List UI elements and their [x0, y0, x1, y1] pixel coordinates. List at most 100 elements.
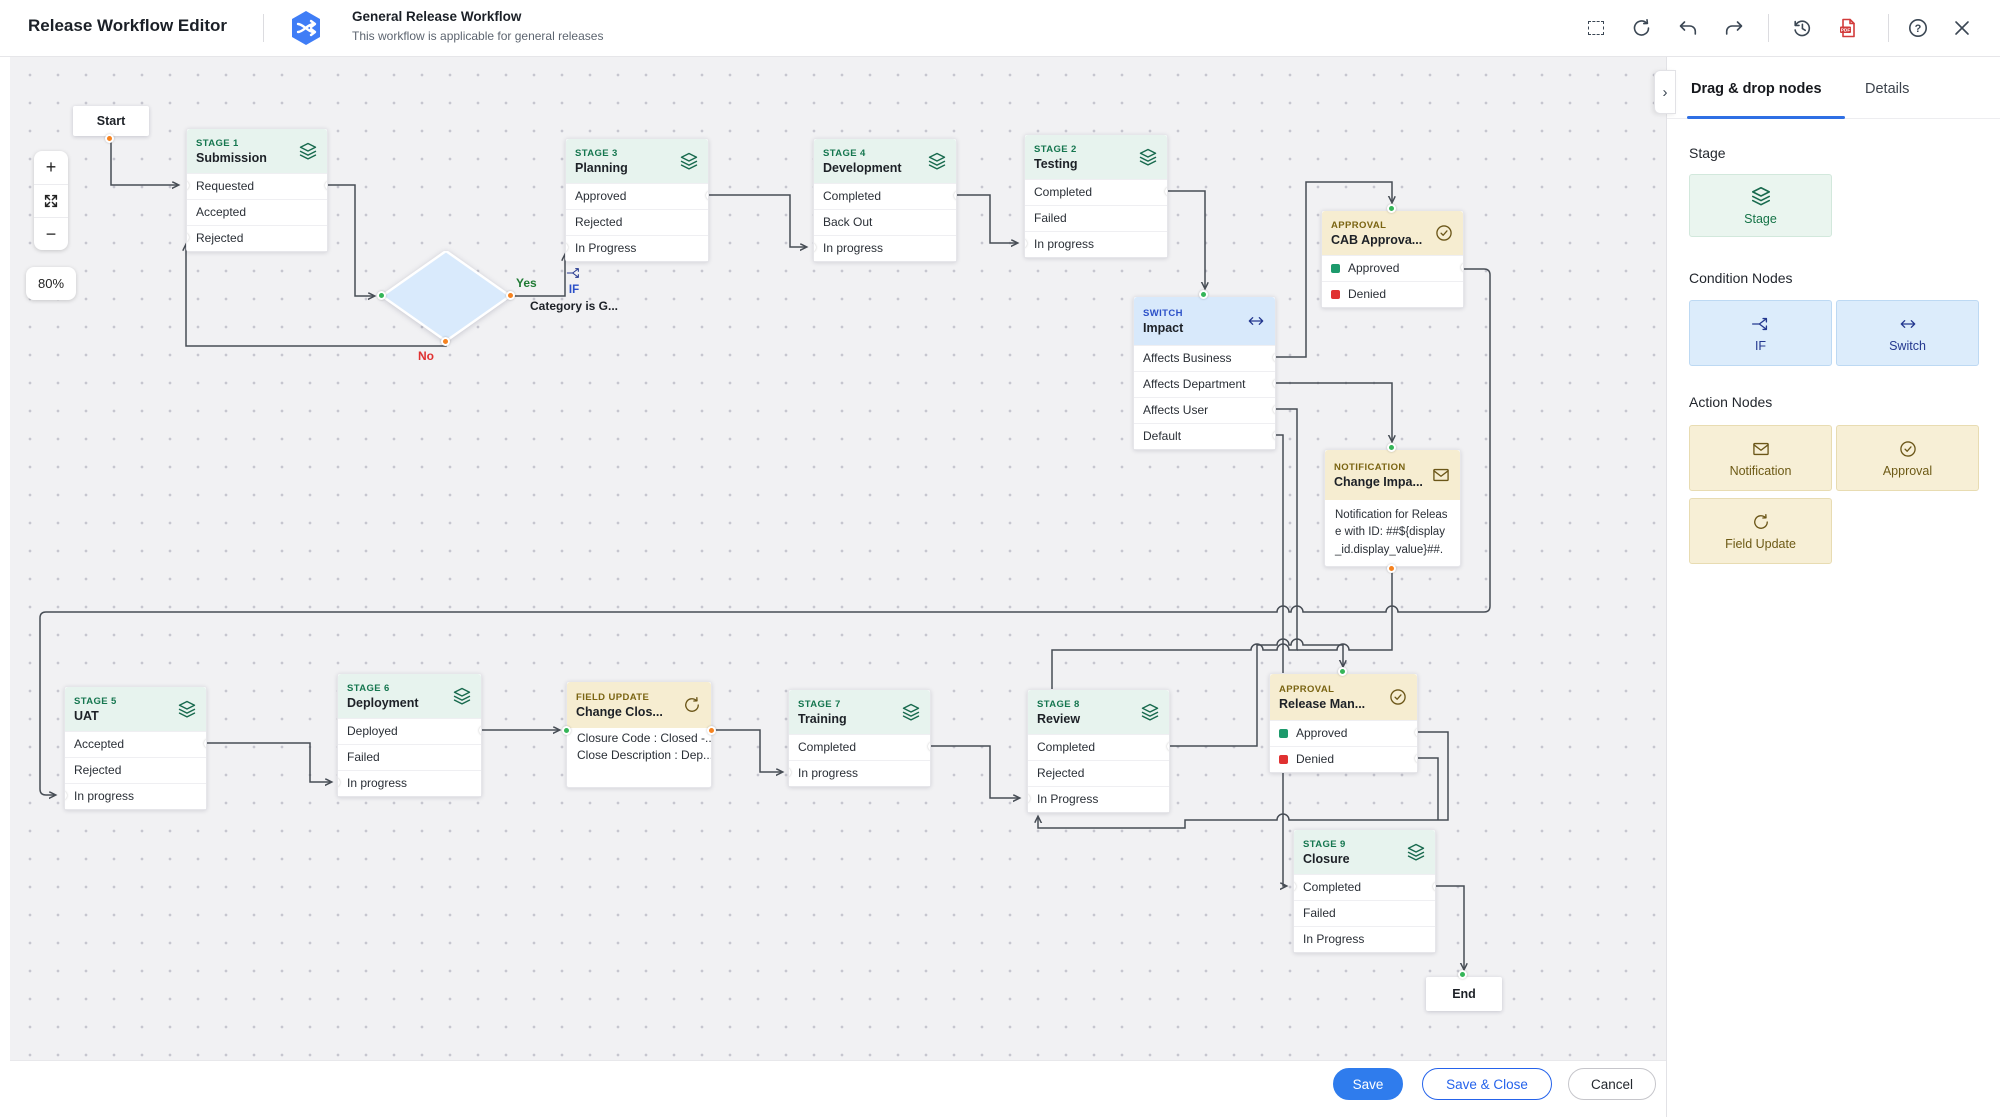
- input-port[interactable]: [566, 242, 568, 252]
- status-row[interactable]: In progress: [789, 760, 930, 786]
- output-port[interactable]: [1167, 741, 1169, 751]
- export-pdf-icon[interactable]: PDF: [1836, 16, 1860, 40]
- output-port[interactable]: [706, 190, 708, 200]
- fit-screen-button[interactable]: [34, 184, 68, 217]
- output-port[interactable]: [204, 738, 206, 748]
- edge-stage9-to-end[interactable]: [1436, 885, 1464, 969]
- case-row[interactable]: Default: [1134, 423, 1275, 449]
- status-row[interactable]: In Progress: [1294, 926, 1435, 952]
- output-port[interactable]: [1273, 352, 1275, 362]
- status-row[interactable]: In Progress: [566, 235, 708, 261]
- output-port[interactable]: [1415, 753, 1417, 763]
- status-row[interactable]: Completed: [1028, 734, 1169, 760]
- status-row[interactable]: Completed: [789, 734, 930, 760]
- approval-row[interactable]: Denied: [1270, 746, 1417, 772]
- case-row[interactable]: Affects Department: [1134, 371, 1275, 397]
- undo-icon[interactable]: [1676, 16, 1700, 40]
- help-icon[interactable]: ?: [1906, 16, 1930, 40]
- edge-uat-to-deployment[interactable]: [207, 742, 331, 782]
- status-row[interactable]: Approved: [566, 183, 708, 209]
- end-node[interactable]: End: [1426, 970, 1502, 1011]
- output-port-yes[interactable]: [506, 291, 515, 300]
- output-port-no[interactable]: [441, 337, 450, 346]
- input-port[interactable]: [1025, 238, 1027, 248]
- edge-fieldupdate-to-stage7[interactable]: [712, 729, 782, 772]
- tab-drag-drop-nodes[interactable]: Drag & drop nodes: [1691, 81, 1822, 97]
- palette-tile-field-update[interactable]: Field Update: [1689, 498, 1832, 564]
- palette-tile-stage[interactable]: Stage: [1689, 174, 1832, 237]
- approval-row[interactable]: Denied: [1322, 281, 1463, 307]
- status-row[interactable]: In progress: [1025, 231, 1167, 257]
- status-row[interactable]: Back Out: [814, 209, 956, 235]
- input-port[interactable]: [1386, 204, 1396, 213]
- start-node[interactable]: Start: [73, 106, 149, 143]
- status-row[interactable]: In progress: [65, 783, 206, 809]
- save-and-close-button[interactable]: Save & Close: [1422, 1068, 1552, 1100]
- status-row[interactable]: Rejected: [187, 225, 327, 251]
- edge-switch-default-to-stage9[interactable]: [1276, 434, 1286, 886]
- status-row[interactable]: Requested: [187, 173, 327, 199]
- edge-stage4-to-stage2[interactable]: [957, 194, 1017, 243]
- output-port[interactable]: [707, 726, 716, 735]
- output-port[interactable]: [325, 180, 327, 190]
- history-icon[interactable]: [1790, 16, 1814, 40]
- status-row[interactable]: Accepted: [65, 731, 206, 757]
- edge-requested-to-if[interactable]: [328, 184, 374, 296]
- status-row[interactable]: Rejected: [566, 209, 708, 235]
- output-port[interactable]: [1433, 881, 1435, 891]
- input-port[interactable]: [187, 232, 189, 242]
- edge-if-yes-to-stage3[interactable]: [510, 255, 565, 297]
- input-port[interactable]: [789, 767, 791, 777]
- refresh-icon[interactable]: [1630, 16, 1654, 40]
- output-port[interactable]: [1386, 563, 1396, 573]
- input-port[interactable]: [1198, 290, 1208, 299]
- status-row[interactable]: Completed: [1294, 874, 1435, 900]
- edge-stage7-to-stage8[interactable]: [931, 745, 1019, 798]
- edge-start-to-stage1[interactable]: [110, 136, 178, 185]
- zoom-out-button[interactable]: −: [34, 217, 68, 250]
- status-row[interactable]: Failed: [1025, 205, 1167, 231]
- output-port[interactable]: [1273, 430, 1275, 440]
- palette-tile-if[interactable]: IF: [1689, 300, 1832, 366]
- marquee-select-icon[interactable]: [1584, 16, 1608, 40]
- approval-row[interactable]: Approved: [1322, 255, 1463, 281]
- output-port[interactable]: [928, 741, 930, 751]
- input-port[interactable]: [377, 291, 386, 300]
- status-row[interactable]: Failed: [1294, 900, 1435, 926]
- edge-release-approved-loop[interactable]: [1038, 731, 1449, 829]
- status-row[interactable]: In progress: [814, 235, 956, 261]
- cancel-button[interactable]: Cancel: [1568, 1068, 1656, 1100]
- input-port[interactable]: [1337, 667, 1347, 676]
- output-port[interactable]: [954, 190, 956, 200]
- redo-icon[interactable]: [1722, 16, 1746, 40]
- edge-stage2-to-switch[interactable]: [1168, 190, 1205, 288]
- zoom-in-button[interactable]: +: [45, 157, 57, 177]
- save-button[interactable]: Save: [1333, 1068, 1403, 1100]
- tab-details[interactable]: Details: [1865, 81, 1910, 97]
- palette-tile-approval[interactable]: Approval: [1836, 425, 1979, 491]
- status-row[interactable]: Completed: [814, 183, 956, 209]
- status-row[interactable]: In Progress: [1028, 786, 1169, 812]
- case-row[interactable]: Affects Business: [1134, 345, 1275, 371]
- node-if-category[interactable]: IF Category is G...: [377, 249, 618, 346]
- output-port[interactable]: [1415, 727, 1417, 737]
- edge-switch-department-to-notification[interactable]: [1276, 382, 1392, 441]
- edge-switch-business-to-cab[interactable]: [1276, 181, 1392, 358]
- panel-collapse-button[interactable]: ›: [1654, 70, 1676, 114]
- edge-switch-user-to-stage8[interactable]: [1030, 408, 1298, 799]
- output-port[interactable]: [1273, 404, 1275, 414]
- end-input-port[interactable]: [1458, 970, 1467, 979]
- status-row[interactable]: Failed: [338, 744, 481, 770]
- status-row[interactable]: Rejected: [65, 757, 206, 783]
- input-port[interactable]: [65, 790, 67, 800]
- case-row[interactable]: Affects User: [1134, 397, 1275, 423]
- palette-tile-switch[interactable]: Switch: [1836, 300, 1979, 366]
